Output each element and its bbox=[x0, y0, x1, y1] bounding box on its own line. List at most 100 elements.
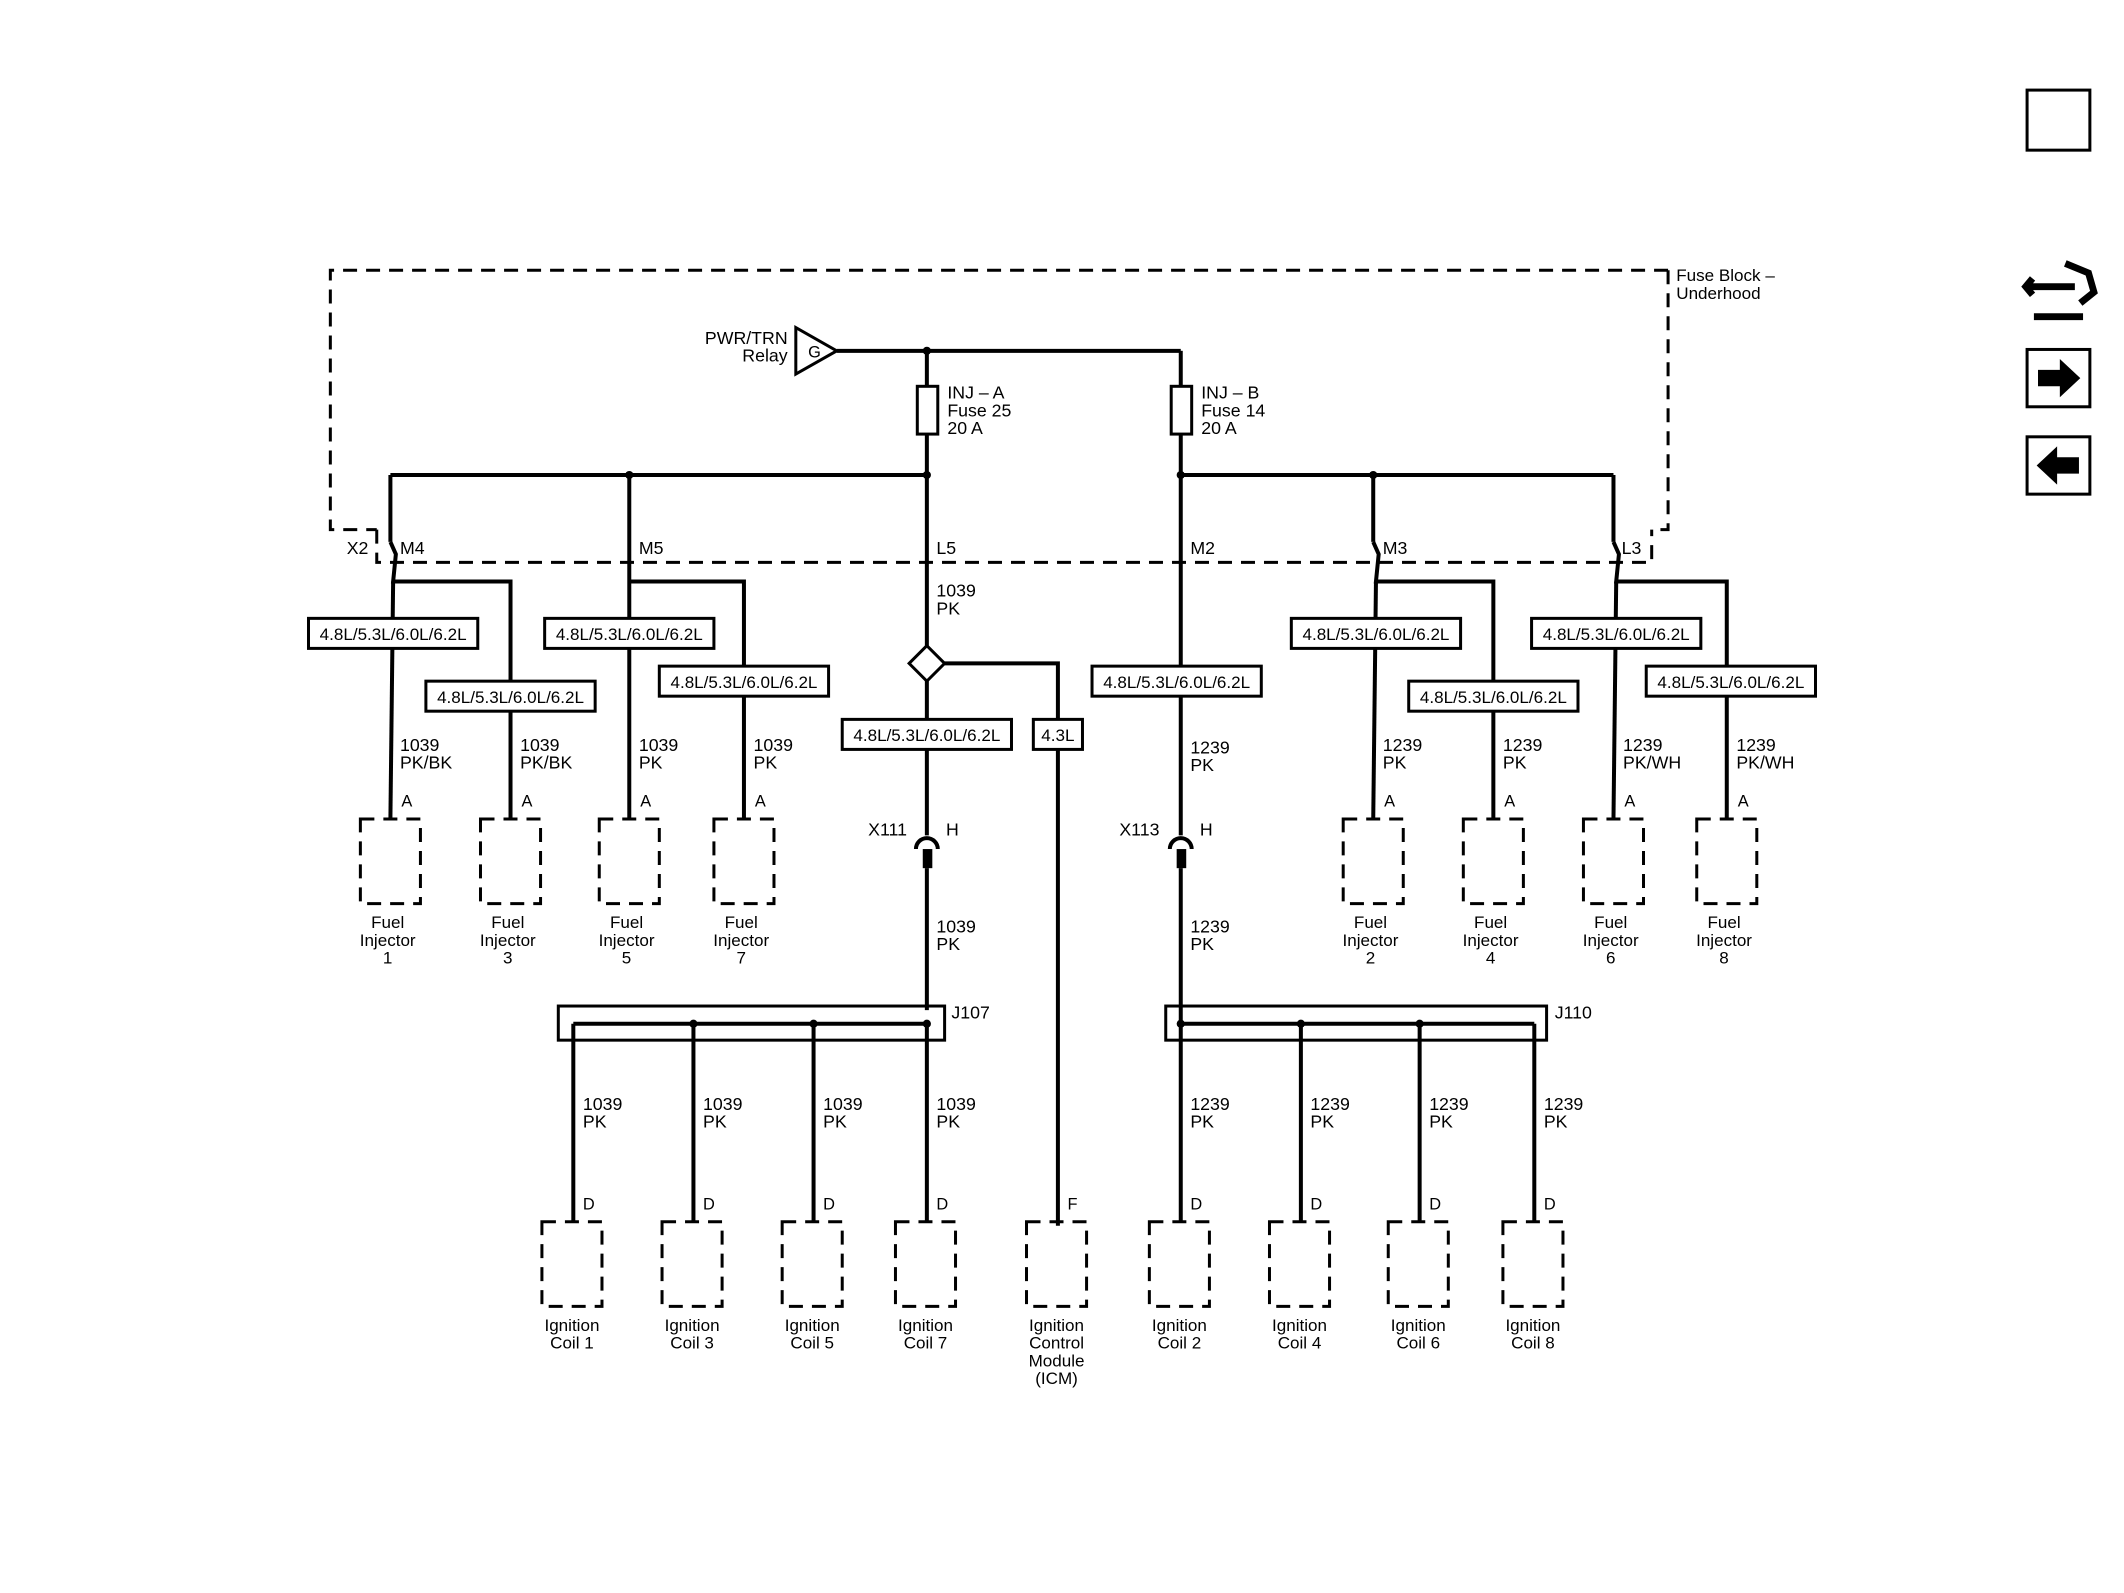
coil-pin-label: D bbox=[703, 1195, 715, 1213]
engine-tag-label-line: 4.8L/5.3L/6.0L/6.2L bbox=[1420, 688, 1567, 707]
inline-connector-x113 bbox=[1167, 836, 1194, 850]
injector-pin-label-line: A bbox=[755, 793, 766, 811]
junction-dot bbox=[625, 470, 634, 480]
ignition-component-label-line: Coil 6 bbox=[1396, 1334, 1440, 1353]
fuel-injector-label-line: Injector bbox=[1696, 931, 1752, 950]
relay-label-line: Relay bbox=[742, 346, 787, 366]
ignition-component-label-line: Ignition bbox=[785, 1316, 840, 1335]
engine-tag-box bbox=[1530, 616, 1703, 650]
coil-pin-label-line: D bbox=[936, 1195, 948, 1213]
ignition-component-label-line: Ignition bbox=[1391, 1316, 1446, 1335]
engine-tag-box bbox=[1644, 664, 1818, 698]
ignition-component bbox=[1501, 1220, 1565, 1308]
pin-m4-label-line: M4 bbox=[400, 538, 425, 558]
connector-x2-label: X2 bbox=[347, 538, 369, 558]
circuit-label-line: 1239 bbox=[1383, 735, 1423, 755]
fuel-injector-label-line: Injector bbox=[480, 931, 536, 950]
engine-tag-label-line: 4.8L/5.3L/6.0L/6.2L bbox=[1302, 625, 1449, 644]
circuit-label-line: PK bbox=[1503, 753, 1527, 773]
wire-icm bbox=[944, 661, 1060, 1226]
ignition-component-label-line: Ignition bbox=[665, 1316, 720, 1335]
engine-tag-label-line: 4.8L/5.3L/6.0L/6.2L bbox=[1543, 625, 1690, 644]
inline-x111-pin-label: H bbox=[946, 819, 959, 839]
circuit-label-line: 1239 bbox=[1429, 1094, 1469, 1114]
coil-pin-label: D bbox=[936, 1195, 948, 1213]
fuel-injector-label-line: Fuel bbox=[1594, 913, 1627, 932]
pin-m5-label: M5 bbox=[639, 538, 664, 558]
circuit-label-line: 1039 bbox=[823, 1094, 863, 1114]
fuse-block-outline bbox=[328, 268, 1669, 532]
ignition-component bbox=[1147, 1220, 1211, 1308]
junction-dot bbox=[922, 346, 931, 355]
circuit-label-line: 1039 bbox=[754, 735, 794, 755]
ignition-component-label-line: Ignition bbox=[1152, 1316, 1207, 1335]
loc-button bbox=[2025, 88, 2092, 152]
fuse-a-label-line: 20 A bbox=[947, 418, 983, 438]
relay-terminal-label: G bbox=[808, 344, 821, 362]
fuse-a bbox=[915, 384, 940, 436]
engine-tag-label: 4.8L/5.3L/6.0L/6.2L bbox=[320, 625, 467, 644]
fuel-injector-label-line: Injector bbox=[360, 931, 416, 950]
coil-pin-label-line: D bbox=[703, 1195, 715, 1213]
engine-tag-alt-label-line: 4.3L bbox=[1041, 726, 1074, 745]
engine-tag-label-line: 4.8L/5.3L/6.0L/6.2L bbox=[437, 688, 584, 707]
splice-pack-j107 bbox=[556, 1004, 947, 1042]
ignition-component bbox=[1386, 1220, 1450, 1308]
fuse-b bbox=[1169, 384, 1194, 436]
wiring-tool-icon-shape bbox=[2021, 260, 2098, 321]
coil-pin-label-line: D bbox=[1190, 1195, 1202, 1213]
splice-j110-label: J110 bbox=[1555, 1002, 1592, 1022]
engine-tag-label: 4.8L/5.3L/6.0L/6.2L bbox=[1302, 625, 1449, 644]
coil-pin-label-line: D bbox=[1310, 1195, 1322, 1213]
splice-j110-label-line: J110 bbox=[1555, 1002, 1592, 1022]
junction-dot bbox=[1176, 1019, 1185, 1028]
inline-connector-x111 bbox=[913, 836, 940, 850]
connector-x2-outline bbox=[375, 529, 1654, 564]
engine-tag-label: 4.8L/5.3L/6.0L/6.2L bbox=[437, 688, 584, 707]
junction-dot bbox=[689, 1019, 698, 1028]
ignition-component-label-line: Ignition bbox=[1029, 1316, 1084, 1335]
pin-m4-label: M4 bbox=[400, 538, 425, 558]
junction-dot bbox=[1296, 1019, 1305, 1028]
circuit-label-line: 1239 bbox=[1544, 1094, 1584, 1114]
fuse-block-outline bbox=[1651, 270, 1670, 532]
engine-tag-label: 4.8L/5.3L/6.0L/6.2L bbox=[1103, 673, 1250, 692]
circuit-label-line: PK bbox=[639, 753, 663, 773]
ignition-component-label-line: Coil 3 bbox=[670, 1334, 714, 1353]
inline-x111-pin-label-line: H bbox=[946, 819, 959, 839]
fuel-injector-label-line: 8 bbox=[1719, 949, 1728, 968]
fuel-injector-label-line: 3 bbox=[503, 949, 512, 968]
engine-tag-label-line: 4.8L/5.3L/6.0L/6.2L bbox=[556, 625, 703, 644]
inline-x113-label: X113 bbox=[1119, 819, 1159, 839]
arrow-left-icon bbox=[2036, 446, 2079, 485]
circuit-label-line: PK bbox=[754, 753, 778, 773]
fuel-injector-label-line: Injector bbox=[1463, 931, 1519, 950]
circuit-label-line: 1039 bbox=[936, 581, 976, 601]
circuit-label-line: 1239 bbox=[1503, 735, 1543, 755]
pin-l3-label-line: L3 bbox=[1622, 538, 1642, 558]
engine-tag-label: 4.8L/5.3L/6.0L/6.2L bbox=[556, 625, 703, 644]
circuit-label-line: PK bbox=[1190, 934, 1214, 954]
